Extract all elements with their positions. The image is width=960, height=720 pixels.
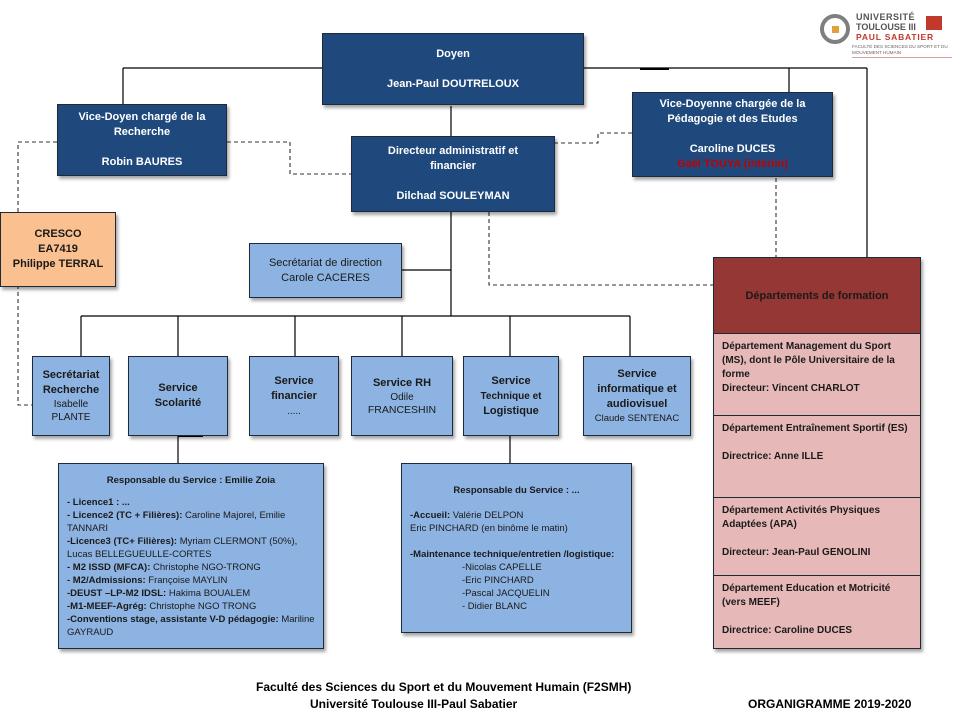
service-person: Odile (390, 391, 414, 403)
dashed-vd-directeur (227, 141, 351, 175)
scolarite-line: -M1-MEEF-Agrég: Christophe NGO TRONG (67, 601, 257, 612)
scolarite-line: - Licence1 : ... (67, 497, 130, 508)
cresco-line-2: EA7419 (38, 243, 78, 255)
vice-doyenne-pedagogie-name: Caroline DUCES (689, 143, 776, 155)
departement-meef: Département Education et Motricité (vers… (714, 576, 920, 648)
scolarite-line: - M2 ISSD (MFCA): Christophe NGO-TRONG (67, 562, 261, 573)
technique-accueil-2: Eric PINCHARD (en binôme le matin) (410, 523, 568, 534)
doyen-box: Doyen Jean-Paul DOUTRELOUX (322, 33, 584, 105)
service-title: Service (617, 368, 657, 380)
vice-doyen-recherche-name: Robin BAURES (101, 156, 183, 168)
directeur-administratif-name: Dilchad SOULEYMAN (396, 190, 510, 202)
dashed-vdp-directeur (555, 132, 632, 144)
departement-name: Département Education et Motricité (vers… (722, 583, 891, 608)
footer-faculty: Faculté des Sciences du Sport et du Mouv… (256, 680, 632, 694)
scolarite-line: - Licence2 (TC + Filières): Caroline Maj… (67, 510, 286, 534)
secretariat-direction-title: Secrétariat de direction (268, 256, 383, 269)
departement-name: Département Management du Sport (MS), do… (722, 341, 895, 380)
technique-staff: -Eric PINCHARD (462, 575, 534, 586)
service-person: FRANCESHIN (367, 403, 437, 416)
service-title: Recherche (42, 384, 100, 396)
vice-doyen-recherche-box: Vice-Doyen chargé de la Recherche Robin … (57, 104, 227, 176)
service-technique-logistique: Service Technique et Logistique (463, 356, 559, 436)
service-title: Service (274, 374, 314, 387)
service-title: Service (491, 374, 531, 387)
departement-apa: Département Activités Physiques Adaptées… (714, 498, 920, 576)
technique-staff: -Pascal JACQUELIN (462, 588, 550, 599)
scolarite-responsable: Responsable du Service : Emilie Zoia (106, 475, 276, 486)
technique-staff: - Didier BLANC (462, 601, 527, 612)
service-person: PLANTE (51, 412, 91, 423)
departement-name: Département Entraînement Sportif (ES) (722, 423, 908, 434)
vice-doyen-recherche-title: Vice-Doyen chargé de la Recherche (78, 111, 206, 138)
footer-title: ORGANIGRAMME 2019-2020 (748, 697, 912, 711)
logo-subtitle: FACULTÉ DES SCIENCES DU SPORT ET DU MOUV… (852, 44, 952, 58)
university-logo: UNIVERSITÉ TOULOUSE III PAUL SABATIER FA… (818, 10, 952, 60)
service-informatique: Service informatique et audiovisuel Clau… (583, 356, 691, 436)
service-title: informatique et (597, 383, 677, 395)
departement-director: Directeur: Jean-Paul GENOLINI (722, 547, 871, 558)
scolarite-line: -DEUST –LP-M2 IDSL: Hakima BOUALEM (67, 588, 251, 599)
technique-maintenance: -Maintenance technique/entretien /logist… (410, 549, 615, 560)
service-title: Scolarité (154, 397, 202, 409)
departement-ms: Département Management du Sport (MS), do… (714, 334, 920, 416)
directeur-administratif-title: Directeur administratif et financier (387, 145, 519, 172)
logo-line-2: TOULOUSE III (856, 22, 916, 32)
scolarite-detail-box: Responsable du Service : Emilie Zoia - L… (58, 463, 324, 649)
service-title: Service (158, 382, 198, 394)
service-secretariat-recherche: Secrétariat Recherche Isabelle PLANTE (32, 356, 110, 436)
service-title: audiovisuel (606, 398, 668, 410)
logo-line-1: UNIVERSITÉ (856, 12, 916, 22)
departements-title: Départements de formation (714, 258, 920, 334)
service-title: Logistique (483, 404, 539, 417)
departement-director: Directrice: Caroline DUCES (722, 625, 853, 636)
technique-accueil: -Accueil: Valérie DELPON (410, 510, 524, 521)
doyen-name: Jean-Paul DOUTRELOUX (386, 77, 520, 90)
vice-doyenne-pedagogie-box: Vice-Doyenne chargée de la Pédagogie et … (632, 92, 833, 177)
service-scolarite: Service Scolarité (128, 356, 228, 436)
directeur-administratif-box: Directeur administratif et financier Dil… (351, 136, 555, 212)
scolarite-line: - M2/Admissions: Françoise MAYLIN (67, 575, 228, 586)
secretariat-direction-name: Carole CACERES (281, 271, 370, 284)
service-rh: Service RH Odile FRANCESHIN (351, 356, 453, 436)
service-title: Secrétariat (42, 369, 100, 381)
technique-staff: -Nicolas CAPELLE (462, 562, 542, 573)
service-financier: Service financier ..... (249, 356, 339, 436)
footer-university: Université Toulouse III-Paul Sabatier (310, 697, 518, 711)
vice-doyenne-pedagogie-interim: Gaël TOUYA (intérim) (677, 158, 788, 170)
scolarite-line: -Conventions stage, assistante V-D pédag… (67, 614, 315, 638)
departement-es: Département Entraînement Sportif (ES) Di… (714, 416, 920, 498)
service-person: ..... (287, 405, 301, 417)
technique-responsable: Responsable du Service : ... (453, 485, 580, 496)
departements-box: Départements de formation Département Ma… (713, 257, 921, 649)
logo-emblem-icon (820, 14, 850, 44)
departement-director: Directeur: Vincent CHARLOT (722, 383, 860, 394)
dashed-directeur-departements (488, 212, 713, 286)
logo-crest-icon (926, 16, 942, 30)
doyen-title: Doyen (436, 47, 470, 60)
technique-detail-box: Responsable du Service : ... -Accueil: V… (401, 463, 632, 633)
scolarite-line: -Licence3 (TC+ Filières): Myriam CLERMON… (67, 536, 298, 560)
service-person: Claude SENTENAC (594, 413, 680, 424)
cresco-line-3: Philippe TERRAL (12, 258, 104, 270)
service-title: financier (271, 389, 317, 402)
service-title: Technique et (480, 390, 542, 402)
vice-doyenne-pedagogie-title: Vice-Doyenne chargée de la Pédagogie et … (659, 98, 806, 125)
departement-name: Département Activités Physiques Adaptées… (722, 505, 881, 530)
secretariat-direction-box: Secrétariat de direction Carole CACERES (249, 243, 402, 298)
cresco-line-1: CRESCO (34, 228, 82, 240)
logo-line-3: PAUL SABATIER (856, 32, 934, 42)
service-person: Isabelle (53, 399, 89, 410)
departement-director: Directrice: Anne ILLE (722, 451, 824, 462)
cresco-box: CRESCO EA7419 Philippe TERRAL (0, 212, 116, 287)
service-title: Service RH (372, 376, 432, 389)
